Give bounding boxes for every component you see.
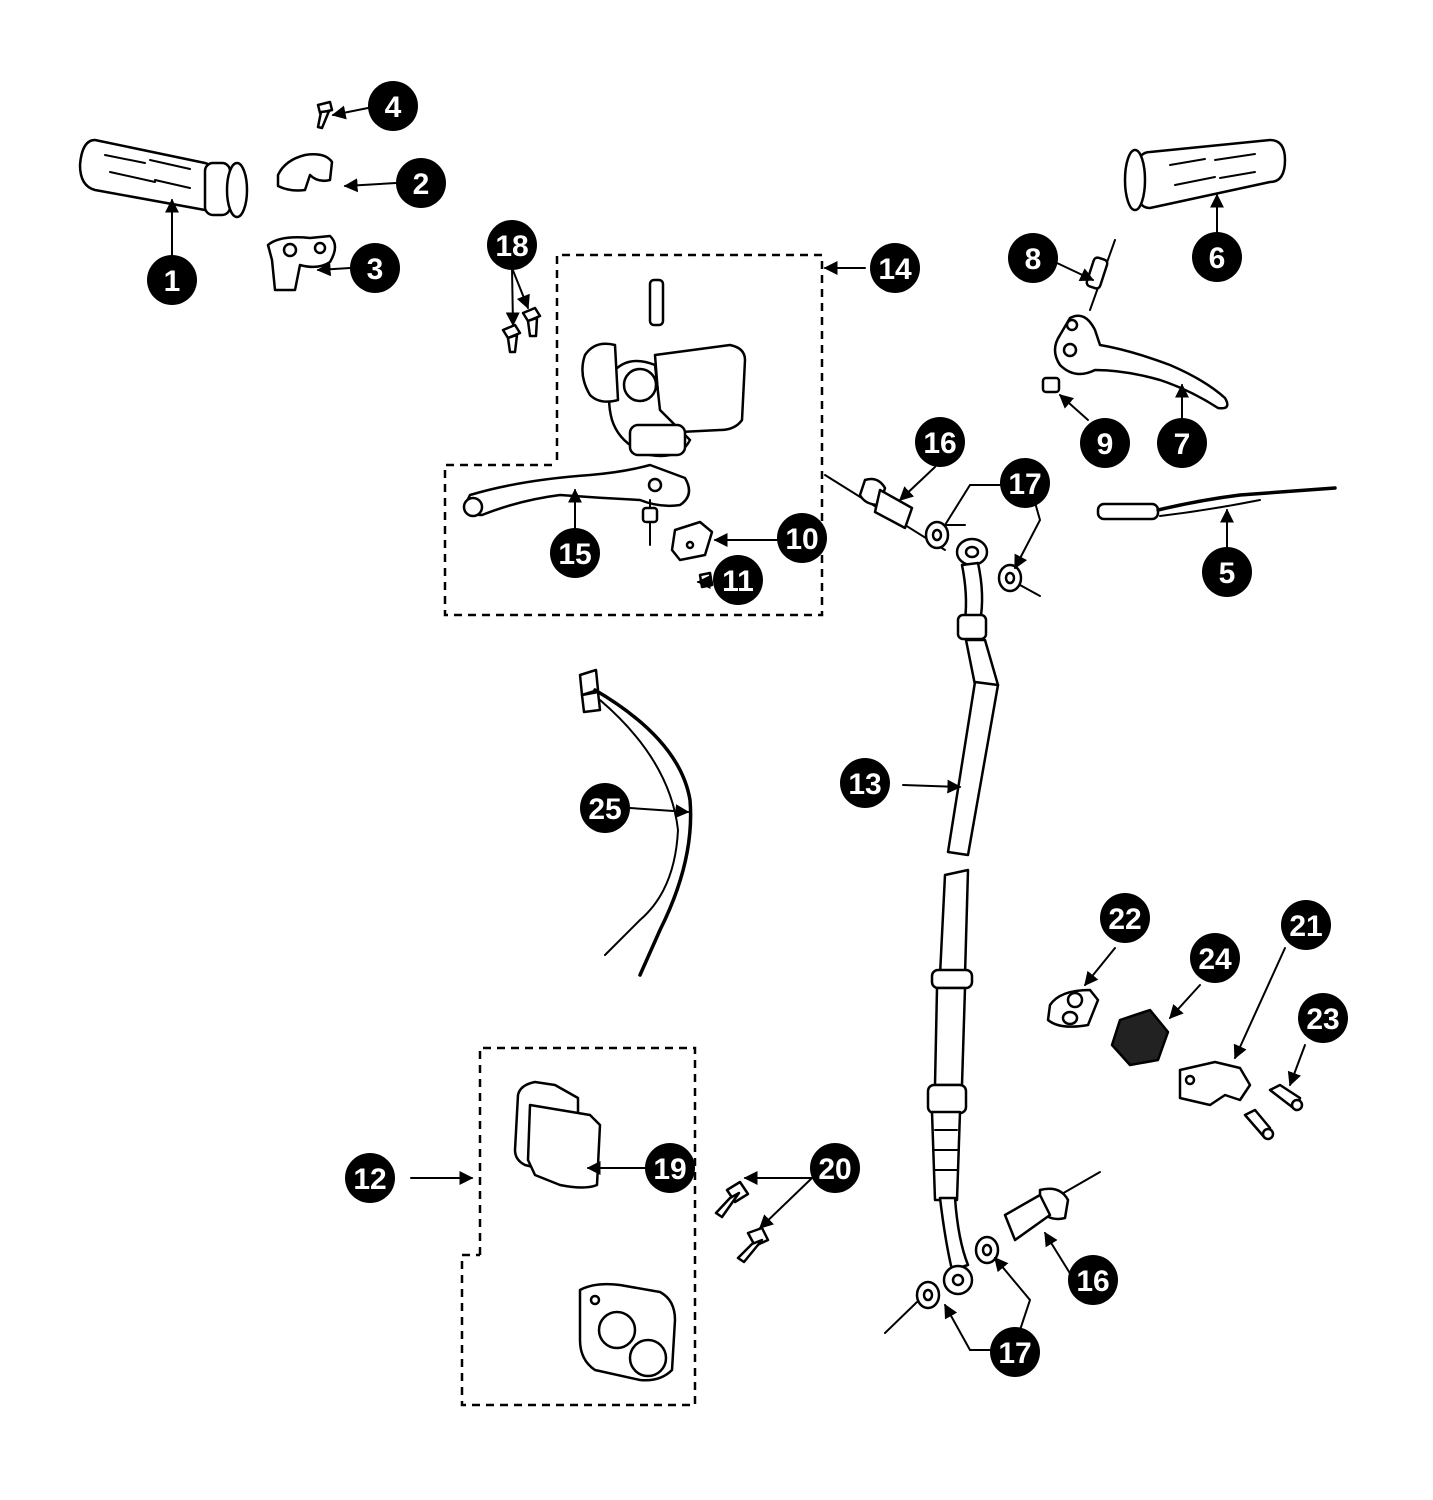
callout-12: 12 [345,1153,395,1203]
svg-text:11: 11 [722,565,754,598]
caliper-bolts-part [714,1180,770,1264]
svg-text:12: 12 [353,1163,386,1196]
svg-text:19: 19 [653,1153,686,1186]
svg-text:23: 23 [1306,1003,1339,1036]
washers-upper-part [924,520,1041,597]
callout-21: 21 [1281,900,1331,950]
callout-1: 1 [147,255,197,305]
svg-text:7: 7 [1174,428,1191,461]
svg-text:1: 1 [164,265,181,298]
svg-text:20: 20 [818,1153,851,1186]
master-cylinder-part [581,278,747,458]
callout-7: 7 [1157,418,1207,468]
brake-switch-part [670,520,714,589]
callout-16-lower: 16 [1068,1255,1118,1305]
svg-text:17: 17 [998,1337,1031,1370]
left-grip-part [78,138,249,219]
caliper-assembly-box [460,1046,697,1407]
throttle-housing-upper-part [276,153,334,192]
callout-22: 22 [1100,893,1150,943]
svg-text:24: 24 [1198,943,1232,976]
callout-10: 10 [777,513,827,563]
callout-23: 23 [1298,993,1348,1043]
caliper-body-part [578,1282,677,1382]
screws-18-part [501,306,542,354]
svg-text:13: 13 [848,768,881,801]
callout-9: 9 [1080,418,1130,468]
washers-lower-part [884,1235,1000,1334]
svg-text:18: 18 [495,230,528,263]
svg-text:17: 17 [1008,468,1041,501]
svg-text:22: 22 [1108,903,1141,936]
banjo-bolt-upper-part [824,474,946,551]
callout-16-upper: 16 [915,417,965,467]
svg-text:16: 16 [1076,1265,1109,1298]
callout-25: 25 [580,783,630,833]
brake-pads-part [513,1080,602,1189]
brake-switch-cable-part [1096,486,1337,521]
callout-17-upper: 17 [1000,458,1050,508]
svg-text:16: 16 [923,427,956,460]
svg-text:3: 3 [367,253,384,286]
callout-24: 24 [1190,933,1240,983]
callout-2: 2 [396,158,446,208]
screw-4-part [316,100,334,130]
svg-text:4: 4 [385,91,402,124]
right-grip-part [1123,138,1287,212]
svg-text:25: 25 [588,793,621,826]
brake-hose-part [926,537,1000,1296]
svg-text:14: 14 [878,253,912,286]
callout-4: 4 [368,81,418,131]
banjo-bolt-lower-part [1003,1171,1101,1242]
svg-text:5: 5 [1219,557,1236,590]
callout-13: 13 [840,758,890,808]
wiring-cable-part [578,668,693,977]
callout-6: 6 [1192,232,1242,282]
svg-text:2: 2 [413,168,430,201]
svg-text:15: 15 [558,538,591,571]
svg-text:6: 6 [1209,242,1226,275]
bracket-parts-group [1046,988,1304,1141]
svg-text:8: 8 [1025,243,1042,276]
callout-8: 8 [1008,233,1058,283]
callout-14: 14 [870,243,920,293]
master-cylinder-assembly-box [443,253,824,617]
callout-17-lower: 17 [990,1327,1040,1377]
callout-11: 11 [713,555,763,605]
leader-lines [165,105,1306,1351]
svg-text:10: 10 [785,523,818,556]
callout-15: 15 [550,528,600,578]
callout-20: 20 [810,1143,860,1193]
callout-3: 3 [350,243,400,293]
callout-5: 5 [1202,547,1252,597]
svg-text:21: 21 [1289,910,1322,943]
throttle-housing-lower-part [266,234,337,292]
callout-19: 19 [645,1143,695,1193]
svg-text:9: 9 [1097,428,1114,461]
callout-18: 18 [487,220,537,270]
